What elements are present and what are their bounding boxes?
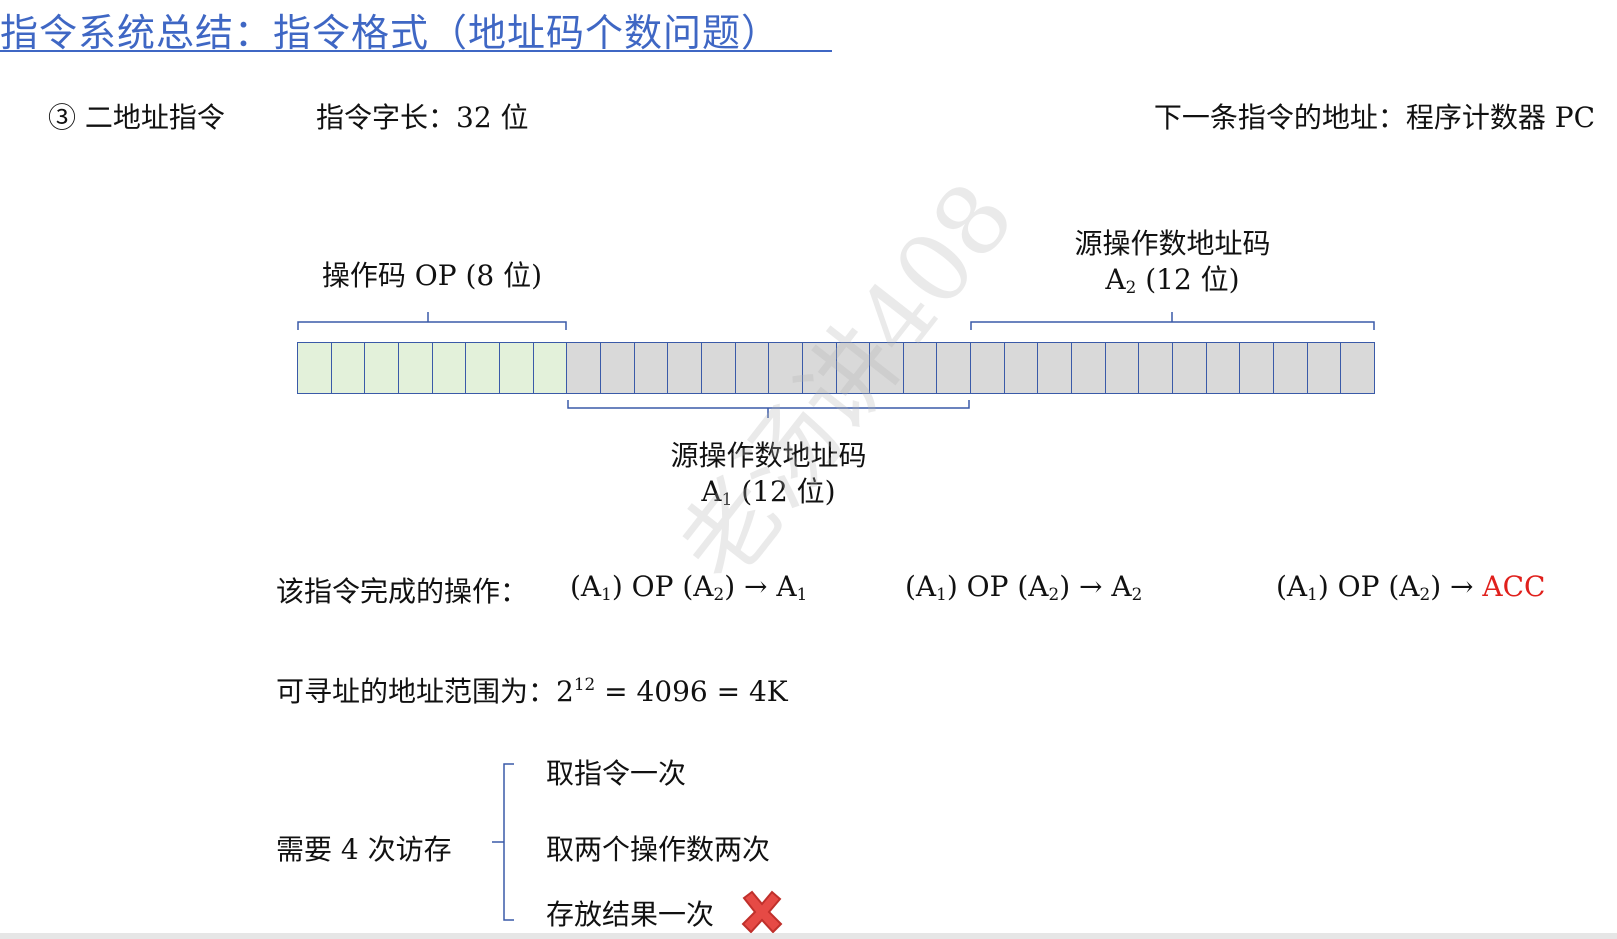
word-length: 指令字长：32 位 <box>316 96 529 136</box>
page-title: 指令系统总结：指令格式（地址码个数问题） <box>0 11 781 55</box>
src2-label: 源操作数地址码 A2 (12 位) <box>970 226 1375 305</box>
opcode-bit-cell <box>466 343 500 393</box>
op2-sub: 2 <box>1048 584 1060 605</box>
src1-subscript: 1 <box>721 489 733 510</box>
a2-bit-cell <box>1105 343 1140 393</box>
a2-bit-cell <box>1240 343 1275 393</box>
a1-bit-cell <box>870 343 904 393</box>
range-label: 可寻址的地址范围为： <box>276 675 557 708</box>
range-value: = 4096 = 4K <box>595 675 788 708</box>
opcode-bit-cell <box>432 343 467 393</box>
a2-bit-cell <box>1341 343 1374 393</box>
op1-part: ) OP (A <box>611 570 714 603</box>
src1-brace <box>567 400 970 418</box>
opcode-bit-cell <box>499 343 534 393</box>
op1-part: (A <box>570 570 602 603</box>
a2-bit-cell <box>1206 343 1241 393</box>
operation-2: (A1) OP (A2) → A2 <box>905 570 1142 604</box>
a2-bit-cell <box>971 343 1005 393</box>
a2-bit-cell <box>1004 343 1039 393</box>
operation-3: (A1) OP (A2) → ACC <box>1276 570 1545 604</box>
a1-bit-cell <box>668 343 702 393</box>
word-length-label: 指令字长： <box>316 101 457 134</box>
instruction-type: ③ 二地址指令 <box>48 101 225 134</box>
memory-access-label: 需要 4 次访存 <box>276 833 452 866</box>
range-base: 2 <box>556 675 574 708</box>
title-underline <box>0 50 832 52</box>
red-cross-icon <box>741 890 783 934</box>
next-address-label: 下一条指令的地址： <box>1153 101 1406 134</box>
src2-subscript: 2 <box>1125 277 1137 298</box>
access-item-fetch: 取指令一次 <box>546 757 687 790</box>
src1-label: 源操作数地址码 A1 (12 位) <box>567 438 970 517</box>
op3-part: ) → <box>1430 570 1483 603</box>
a1-bit-cell <box>567 343 601 393</box>
a1-bit-cell <box>735 343 770 393</box>
src2-symbol: A <box>1105 263 1126 296</box>
op1-sub: 1 <box>796 584 808 605</box>
src1-symbol: A <box>701 475 722 508</box>
a1-bit-cell <box>802 343 837 393</box>
operation-1: (A1) OP (A2) → A1 <box>570 570 807 604</box>
next-address-value: 程序计数器 PC <box>1405 101 1595 134</box>
a2-bit-cell <box>1307 343 1342 393</box>
op3-part: (A <box>1276 570 1308 603</box>
src1-bits: (12 位) <box>732 475 836 508</box>
operations-label: 该指令完成的操作： <box>276 575 529 608</box>
a2-bit-cell <box>1274 343 1308 393</box>
opcode-bit-cell <box>398 343 433 393</box>
op3-part: ) OP (A <box>1317 570 1420 603</box>
a1-bit-cell <box>600 343 635 393</box>
a2-bit-cell <box>1038 343 1073 393</box>
word-length-value: 32 位 <box>456 101 529 134</box>
opcode-bit-cell <box>365 343 399 393</box>
op2-part: ) OP (A <box>946 570 1049 603</box>
opcode-bit-cell <box>298 343 332 393</box>
op2-sub: 1 <box>936 584 947 605</box>
op1-sub: 1 <box>601 584 612 605</box>
op2-sub: 2 <box>1131 584 1143 605</box>
a1-bit-cell <box>769 343 803 393</box>
address-range: 可寻址的地址范围为：212 = 4096 = 4K <box>276 670 788 710</box>
src1-field: A1 (12 位) <box>567 474 970 517</box>
opcode-brace <box>297 312 567 330</box>
next-instruction-address: 下一条指令的地址：程序计数器 PC <box>1154 96 1595 136</box>
a1-bit-cell <box>701 343 736 393</box>
a1-bit-cell <box>634 343 669 393</box>
opcode-bit-cell <box>533 343 568 393</box>
src2-field: A2 (12 位) <box>970 262 1375 305</box>
op2-part: (A <box>905 570 937 603</box>
access-item-store: 存放结果一次 <box>546 898 715 931</box>
bottom-strip <box>0 933 1617 939</box>
a2-bit-cell <box>1072 343 1106 393</box>
range-exponent: 12 <box>573 674 596 695</box>
src1-title: 源操作数地址码 <box>670 439 867 472</box>
op1-sub: 2 <box>713 584 725 605</box>
a1-bit-cell <box>836 343 871 393</box>
a1-bit-cell <box>903 343 938 393</box>
acc-target: ACC <box>1482 570 1546 603</box>
op2-part: ) → A <box>1059 570 1132 603</box>
opcode-bit-cell <box>331 343 366 393</box>
src2-bits: (12 位) <box>1136 263 1240 296</box>
access-item-operands: 取两个操作数两次 <box>546 833 771 866</box>
a1-bit-cell <box>937 343 972 393</box>
op3-sub: 2 <box>1419 584 1431 605</box>
a2-bit-cell <box>1173 343 1207 393</box>
op1-part: ) → A <box>724 570 797 603</box>
instruction-format-bar <box>297 342 1375 394</box>
src2-brace <box>970 312 1375 330</box>
op3-sub: 1 <box>1307 584 1318 605</box>
src2-title: 源操作数地址码 <box>1074 227 1271 260</box>
opcode-label: 操作码 OP (8 位) <box>321 259 543 292</box>
memory-access-brace <box>492 763 514 921</box>
a2-bit-cell <box>1139 343 1174 393</box>
